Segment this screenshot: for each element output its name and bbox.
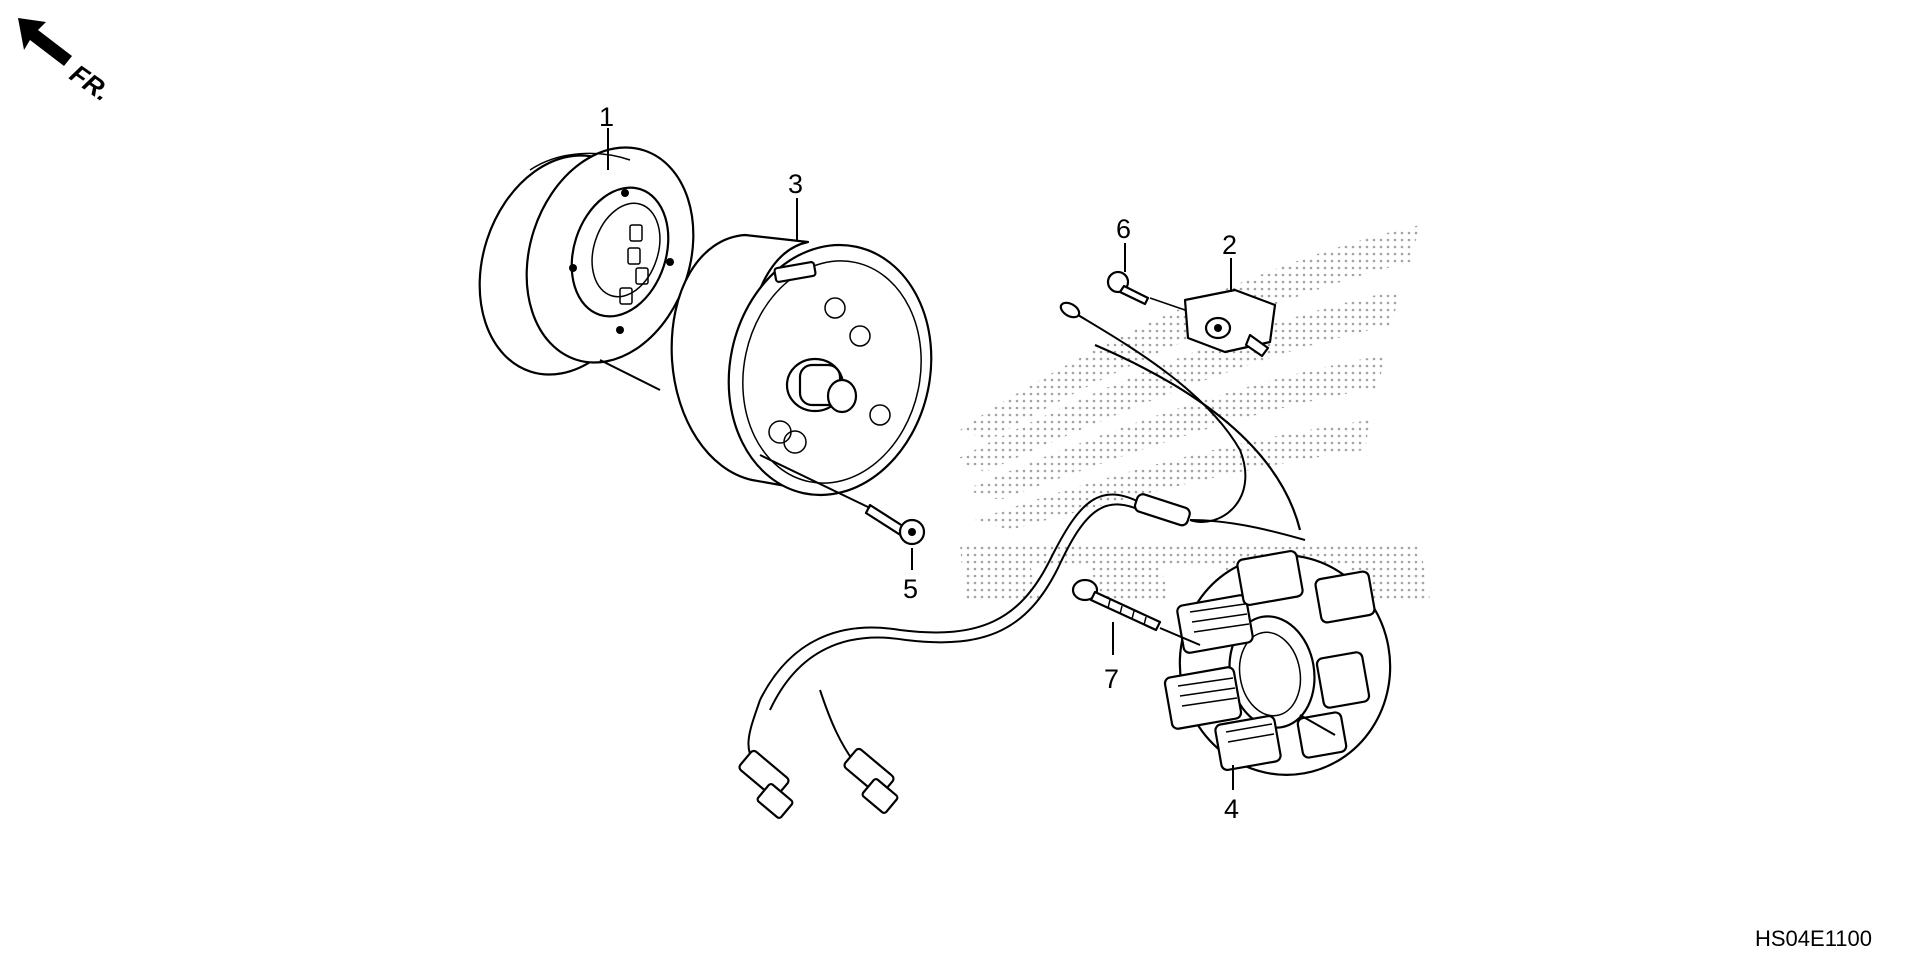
callout-2: 2 [1222,230,1237,260]
callout-1: 1 [599,102,614,132]
callout-labels: 1 2 3 4 5 6 7 [599,102,1239,824]
callout-7: 7 [1104,664,1119,694]
leader-lines [599,128,1336,790]
diagram-code: HS04E1100 [1755,926,1872,951]
callout-3: 3 [788,169,803,199]
front-direction-arrow-icon: FR. [18,18,116,107]
stator-with-harness[interactable] [738,300,1408,819]
gear-position-switch[interactable] [1149,288,1277,358]
brand-wing-watermark [955,225,1430,600]
flywheel-bolt[interactable] [864,503,926,546]
front-direction-label: FR. [65,58,117,107]
stator-bolt[interactable] [1071,578,1162,632]
callout-5: 5 [903,574,918,604]
flywheel[interactable] [670,226,954,514]
switch-bolt[interactable] [1106,270,1150,306]
callout-6: 6 [1116,214,1131,244]
callout-4: 4 [1224,794,1239,824]
